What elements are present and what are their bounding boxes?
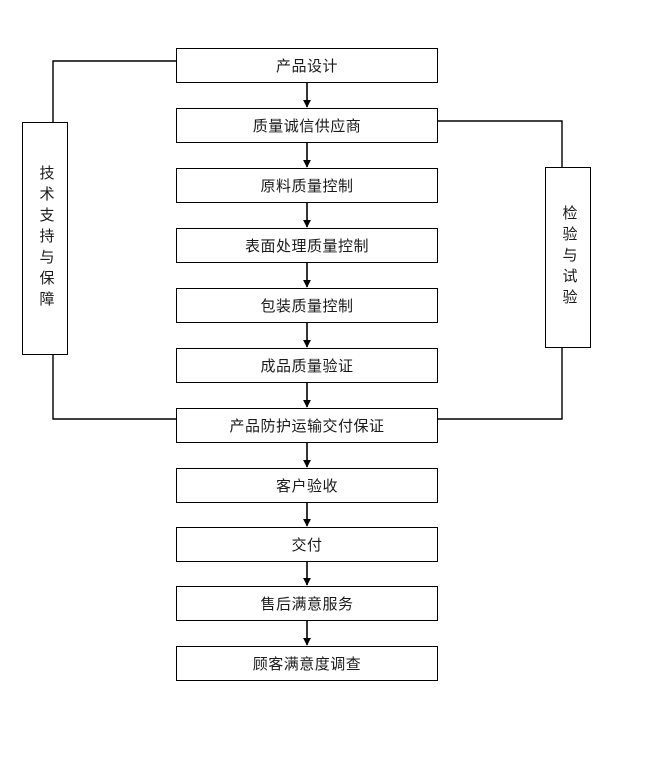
flow-node-label: 表面处理质量控制 [244, 239, 369, 255]
flow-node-label: 包装质量控制 [260, 299, 354, 315]
flow-node-label: 原料质量控制 [260, 179, 354, 195]
flow-node-label: 客户验收 [275, 479, 338, 495]
flow-node-packaging-quality-control[interactable]: 包装质量控制 [176, 288, 438, 323]
side-node-technical-support[interactable]: 技术支持与保障 [22, 122, 68, 355]
connector-product-design-to-tech-support [52, 60, 176, 122]
flow-node-label: 产品设计 [275, 59, 338, 75]
side-node-label: 技术支持与保障 [37, 165, 54, 312]
flow-node-customer-satisfaction-survey[interactable]: 顾客满意度调查 [176, 646, 438, 681]
side-node-label: 检验与试验 [560, 205, 577, 310]
flow-node-label: 顾客满意度调查 [252, 657, 362, 673]
connector-inspection-to-delivery-assurance [438, 348, 563, 420]
flow-node-label: 产品防护运输交付保证 [229, 419, 385, 435]
connector-supplier-to-inspection [438, 120, 563, 167]
flow-node-protection-transport-delivery-assurance[interactable]: 产品防护运输交付保证 [176, 408, 438, 443]
flow-node-label: 质量诚信供应商 [252, 119, 362, 135]
flow-node-label: 交付 [291, 538, 323, 554]
side-node-inspection-and-testing[interactable]: 检验与试验 [545, 167, 591, 348]
flow-node-raw-material-quality-control[interactable]: 原料质量控制 [176, 168, 438, 203]
flow-node-delivery[interactable]: 交付 [176, 527, 438, 562]
flow-node-quality-supplier[interactable]: 质量诚信供应商 [176, 108, 438, 143]
flow-node-product-design[interactable]: 产品设计 [176, 48, 438, 83]
flow-node-label: 售后满意服务 [260, 597, 354, 613]
connector-tech-support-to-delivery-assurance [52, 355, 176, 420]
flow-node-label: 成品质量验证 [260, 359, 354, 375]
flow-node-surface-treatment-quality-control[interactable]: 表面处理质量控制 [176, 228, 438, 263]
flow-node-customer-acceptance[interactable]: 客户验收 [176, 468, 438, 503]
flow-node-finished-product-verification[interactable]: 成品质量验证 [176, 348, 438, 383]
flow-node-after-sales-service[interactable]: 售后满意服务 [176, 586, 438, 621]
